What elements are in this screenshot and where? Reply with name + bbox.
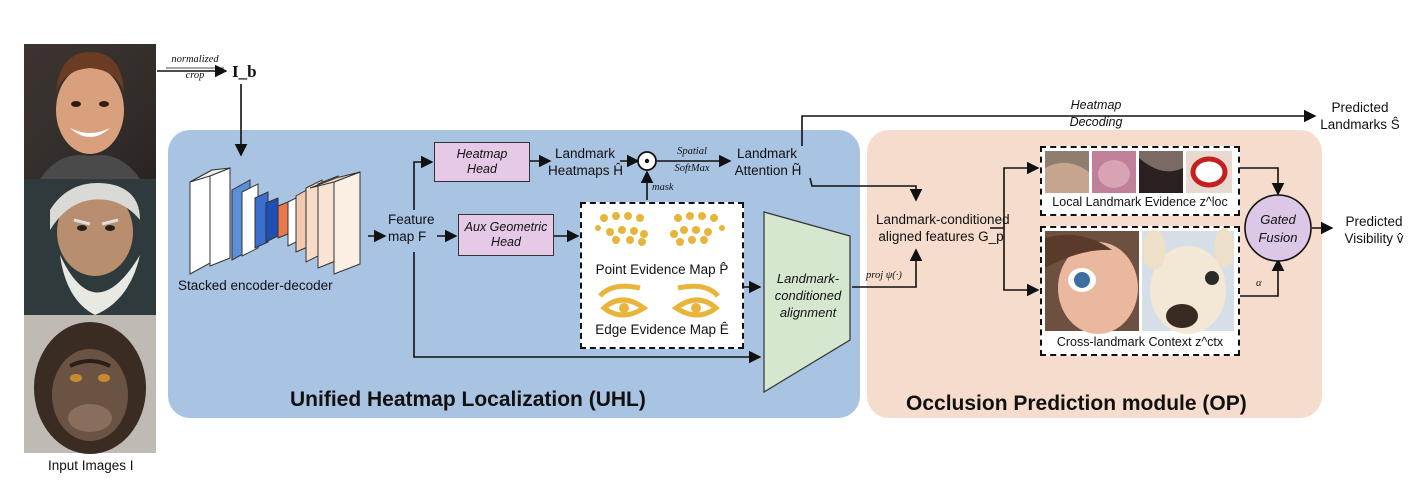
aligned-line2: aligned features G_p [878,229,1004,244]
encoder-label: Stacked encoder-decoder [178,278,333,293]
gated-line2: Fusion [1258,230,1298,245]
aligned-to-context-arrow [1003,228,1040,297]
gated-line1: Gated [1260,212,1296,227]
cross-context-thumbs [1045,228,1234,334]
point-evidence-label: Point Evidence Map P̂ [595,262,729,277]
input-image-ape [24,315,156,454]
decoding-line1: Heatmap [1070,98,1122,112]
crop-label-bottom: crop [185,70,205,81]
evidence-graphics [595,212,725,318]
attention-line1: Landmark [736,146,798,161]
local-evidence-label: Local Landmark Evidence z^loc [1052,195,1228,209]
op-title: Occlusion Prediction module (OP) [906,392,1247,415]
point-evidence-graphic [595,212,725,246]
encoder-decoder-stack [189,167,361,275]
heatmap-head-box: Heatmap Head [434,142,530,182]
evidence-box: Point Evidence Map P̂ Edge Evidence Map … [580,202,744,349]
context-to-gated-arrow [1238,258,1285,297]
gated-fusion-circle [1244,194,1312,262]
predicted-visibility-line2: Visibility v̂ [1344,231,1404,246]
predicted-landmarks-line1: Predicted [1331,100,1389,115]
edge-evidence-graphic [598,283,720,318]
mask-label: mask [652,182,674,193]
crop-label-top: normalized [171,54,219,65]
attention-to-aligned-arrow [809,177,923,202]
heatmap-decoding-arrow [801,109,1317,146]
feature-to-heatmap-head-arrow [413,155,434,210]
local-to-gated-arrow [1238,167,1285,196]
softmax-top: Spatial [677,146,707,157]
aligned-line1: Landmark-conditioned [876,212,1010,227]
heatmap-head-label: Heatmap Head [456,147,508,176]
alignment-to-aligned-arrow [852,248,923,288]
feature-line1: Feature [388,212,435,227]
aux-head-label: Aux Geometric Head [464,220,548,249]
softmax-bottom: SoftMax [674,163,710,174]
uhl-title: Unified Heatmap Localization (UHL) [290,388,646,411]
feature-to-alignment-arrow [413,252,762,364]
predicted-landmarks-line2: Landmarks Ŝ [1320,117,1400,132]
local-evidence-box: Local Landmark Evidence z^loc [1040,146,1240,216]
input-image-human [24,44,156,179]
aux-head-box: Aux Geometric Head [458,214,554,256]
aligned-to-local-arrow [990,161,1040,229]
cross-context-box: Cross-landmark Context z^ctx [1040,226,1240,356]
attention-line2: Attention H̃ [734,163,802,178]
odot-operator [637,151,657,171]
edge-evidence-label: Edge Evidence Map Ê [595,322,729,337]
local-evidence-thumbs [1045,151,1232,193]
alignment-label: Landmark-conditioned alignment [774,271,842,320]
heatmaps-line2: Heatmaps Ĥ [548,163,624,178]
heatmaps-line1: Landmark [554,146,616,161]
alignment-trapezoid [763,211,851,394]
decoding-line2: Decoding [1069,115,1123,129]
predicted-visibility-line1: Predicted [1345,214,1403,229]
ib-label: I_b [232,62,257,81]
input-image-bearded [24,179,156,315]
input-images-caption: Input Images I [48,458,134,473]
alpha-label: α [1256,278,1262,289]
cross-context-label: Cross-landmark Context z^ctx [1056,335,1224,349]
feature-line2: map F [388,229,427,244]
proj-label: proj ψ(·) [866,270,902,281]
